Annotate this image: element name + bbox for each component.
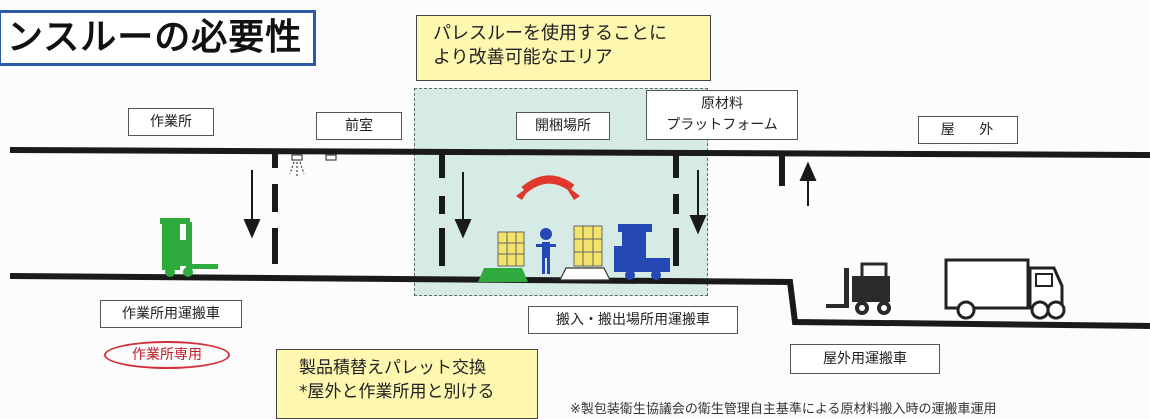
exchange-note-line1: 製品積替えパレット交換 bbox=[299, 358, 486, 378]
white-pallet-icon bbox=[559, 225, 611, 281]
exchange-arrow-head-right bbox=[564, 184, 580, 200]
outdoor-forklift-icon bbox=[826, 262, 891, 315]
worker-icon bbox=[536, 228, 556, 274]
air-shower-icon bbox=[289, 154, 337, 176]
label-raw-material-platform: 原材料 プラットフォーム bbox=[646, 90, 798, 140]
platform-line1: 原材料 bbox=[701, 96, 743, 112]
improvement-note-line2: より改善可能なエリア bbox=[433, 47, 613, 68]
pallet-exchange-note: 製品積替えパレット交換 *屋外と作業所用と別ける bbox=[276, 349, 538, 419]
label-inout-vehicle: 搬入・搬出場所用運搬車 bbox=[528, 306, 738, 334]
label-outdoor-vehicle: 屋外用運搬車 bbox=[790, 344, 940, 374]
page-title: ンスルーの必要性 bbox=[0, 10, 316, 66]
label-anteroom: 前室 bbox=[316, 112, 402, 140]
bottom-wall bbox=[9, 273, 1150, 329]
flow-arrows bbox=[243, 161, 817, 239]
door-posts bbox=[272, 150, 785, 266]
exchange-arrow-head-left bbox=[516, 184, 532, 200]
floor-plan-diagram bbox=[9, 147, 1150, 329]
label-unpacking: 開梱場所 bbox=[516, 112, 610, 140]
workshop-only-badge: 作業所専用 bbox=[104, 341, 230, 369]
label-workshop-vehicle: 作業所用運搬車 bbox=[100, 300, 242, 328]
footnote: ※製包装衛生協議会の衛生管理自主基準による原材料搬入時の運搬車運用 bbox=[570, 402, 997, 417]
blue-forklift-icon bbox=[614, 224, 670, 280]
green-forklift-icon bbox=[160, 218, 218, 277]
exchange-note-line2: *屋外と作業所用と別ける bbox=[299, 382, 495, 402]
platform-line2: プラットフォーム bbox=[666, 117, 778, 133]
top-wall bbox=[9, 147, 1150, 158]
truck-icon bbox=[944, 258, 1066, 320]
green-pallet-icon bbox=[478, 231, 528, 282]
improvement-note-line1: パレスルーを使用することに bbox=[433, 23, 667, 44]
label-workshop: 作業所 bbox=[128, 108, 214, 136]
improvement-area-note: パレスルーを使用することに より改善可能なエリア bbox=[416, 15, 711, 81]
label-outdoor: 屋 外 bbox=[918, 116, 1018, 144]
